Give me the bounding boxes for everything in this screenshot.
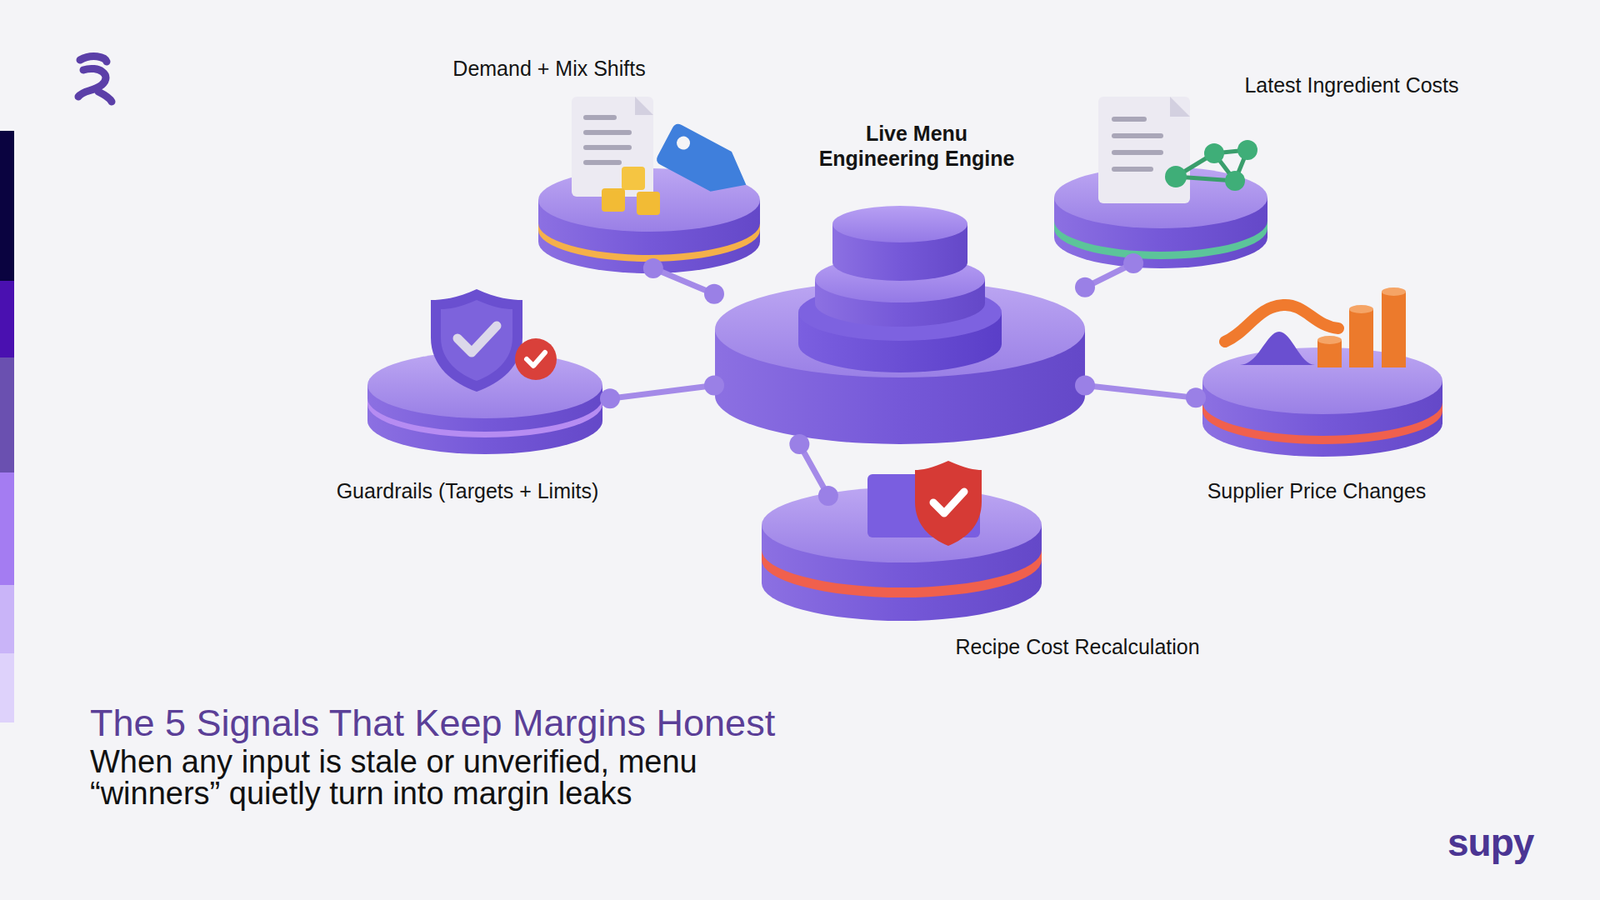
connector-dot <box>818 485 839 506</box>
curve-icon <box>1240 331 1315 365</box>
document-line <box>1111 116 1147 122</box>
recipe-platform <box>761 460 1042 621</box>
shield-icon <box>430 289 523 392</box>
bar-top <box>1349 305 1374 314</box>
connectors <box>600 253 1206 506</box>
platform-node: Recipe Cost Recalculation <box>760 495 1042 623</box>
tag-body <box>655 121 757 205</box>
connector-group <box>1075 375 1206 408</box>
demand-platform <box>538 96 760 274</box>
connector-group <box>643 258 725 305</box>
document-fold <box>1170 96 1190 117</box>
logo-mark <box>78 56 112 102</box>
document-line <box>583 145 632 150</box>
slide-title: The 5 Signals That Keep Margins Honest <box>90 701 775 745</box>
slide-caption: When any input is stale or unverified, m… <box>90 745 757 810</box>
signal-label: Recipe Cost Recalculation <box>955 634 1200 660</box>
bar-icon <box>1381 291 1406 368</box>
tag-hole <box>674 134 693 153</box>
hub-platform <box>715 205 1085 445</box>
check-badge <box>515 338 557 380</box>
platform-node: Latest Ingredient Costs <box>1054 96 1269 264</box>
connector-group <box>1075 253 1144 298</box>
molecule-atom <box>1165 165 1187 188</box>
platform-node: Guardrails (Targets + Limits) <box>367 287 610 456</box>
connector-dot <box>704 284 725 305</box>
logo-stroke <box>80 56 107 62</box>
stripe-segment <box>0 472 15 585</box>
signal-label: Demand + Mix Shifts <box>452 55 645 81</box>
stripe-segment <box>0 585 15 654</box>
document-line <box>1111 150 1164 155</box>
stripe-segment <box>0 280 15 358</box>
connector-line <box>799 444 829 496</box>
connector-line <box>610 385 715 399</box>
connector-line <box>653 268 715 295</box>
document-icon <box>571 96 654 197</box>
signal-label: Supplier Price Changes <box>1207 478 1427 504</box>
document-line <box>583 160 622 165</box>
shield-inner <box>440 300 513 381</box>
bar-top <box>1381 287 1406 296</box>
price-tag <box>655 121 757 205</box>
document-icon <box>1098 96 1190 204</box>
stripe-segment <box>0 357 15 473</box>
connector-line <box>1085 385 1196 398</box>
document-fold <box>635 96 654 115</box>
connector-group <box>600 375 725 409</box>
connector-dot <box>789 434 810 455</box>
connector-dot <box>600 388 620 409</box>
connector-dot <box>1123 253 1144 274</box>
document-line <box>583 130 632 135</box>
ingredient-platform <box>1054 96 1268 269</box>
document-line <box>1111 133 1164 139</box>
platform-node: Demand + Mix Shifts <box>537 96 760 269</box>
molecule-atom <box>1237 140 1258 160</box>
stripe-segment <box>0 130 15 281</box>
bar-top <box>1317 335 1342 345</box>
coin-cube <box>621 166 645 190</box>
logo-stroke <box>98 91 112 102</box>
guardrails-platform <box>367 289 603 455</box>
check-mark <box>933 491 965 514</box>
signal-label: Guardrails (Targets + Limits) <box>336 478 600 504</box>
check-mark <box>457 325 497 353</box>
coin-cube <box>636 191 660 215</box>
check-mark <box>526 352 545 366</box>
connector-dot <box>1185 387 1206 408</box>
molecule-atom <box>1225 170 1245 191</box>
signal-label: Latest Ingredient Costs <box>1244 72 1459 98</box>
trend-wave <box>1225 305 1339 342</box>
tier-top <box>832 205 968 243</box>
bar-icon <box>1349 309 1374 368</box>
platform-node: Supplier Price Changes <box>1195 291 1442 458</box>
platform-node: Live Menu Engineering Engine <box>714 280 1085 445</box>
connector-dot <box>643 258 664 279</box>
supplier-platform <box>1202 287 1443 457</box>
molecule-atom <box>1204 143 1225 164</box>
connector-dot <box>1075 277 1095 298</box>
connector-dot <box>704 375 725 395</box>
coin-cube <box>601 188 625 212</box>
stripe-segment <box>0 653 15 723</box>
document-line <box>583 115 617 120</box>
connector-line <box>1085 263 1134 288</box>
document-line <box>1111 166 1154 172</box>
brand-wordmark: supy <box>1447 820 1534 865</box>
shield-icon <box>915 460 982 546</box>
connector-group <box>789 434 839 506</box>
connector-dot <box>1075 375 1095 395</box>
hub-label: Live Menu Engineering Engine <box>806 120 1028 171</box>
